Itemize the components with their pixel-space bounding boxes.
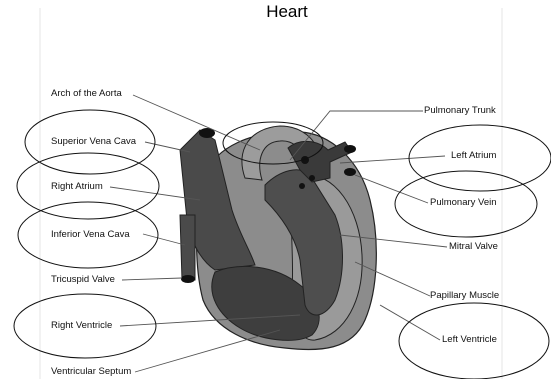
label-left-atrium: Left Atrium bbox=[451, 150, 497, 161]
pointer-left-ventricle bbox=[379, 304, 441, 341]
pulmonary-trunk-shape bbox=[287, 141, 353, 183]
pointer-arch-of-aorta bbox=[132, 94, 261, 151]
oval-left-atrium bbox=[408, 124, 551, 192]
pulmonary-vein-opening bbox=[344, 168, 356, 176]
oval-right-ventricle bbox=[13, 293, 157, 359]
inferior-vena-cava-shape bbox=[179, 214, 196, 281]
pointer-right-ventricle bbox=[119, 314, 301, 327]
oval-aortic-arch bbox=[222, 121, 324, 165]
pointer-lines bbox=[109, 94, 448, 373]
label-superior-vena-cava: Superior Vena Cava bbox=[51, 136, 137, 147]
pointer-inferior-vena-cava bbox=[142, 233, 186, 246]
oval-left-ventricle bbox=[398, 302, 550, 379]
pointer-tricuspid-valve bbox=[121, 277, 183, 281]
pointer-left-atrium bbox=[339, 155, 446, 164]
label-tricuspid-valve: Tricuspid Valve bbox=[51, 274, 115, 285]
annotation-ovals bbox=[13, 109, 551, 379]
label-ventricular-septum: Ventricular Septum bbox=[51, 366, 132, 377]
label-right-atrium: Right Atrium bbox=[51, 181, 103, 192]
oval-inferior-vena-cava bbox=[17, 201, 159, 269]
pointer-pulmonary-trunk bbox=[289, 110, 423, 161]
pointer-ventricular-septum bbox=[134, 329, 281, 373]
right-ventricle-shape bbox=[211, 265, 320, 341]
label-mitral-valve: Mitral Valve bbox=[449, 241, 498, 252]
oval-pulmonary-vein bbox=[394, 170, 538, 238]
label-inferior-vena-cava: Inferior Vena Cava bbox=[51, 229, 130, 240]
vessel-dot bbox=[299, 183, 305, 189]
oval-right-atrium bbox=[16, 152, 160, 220]
label-arch-of-aorta: Arch of the Aorta bbox=[51, 88, 122, 99]
inferior-vena-cava-opening bbox=[181, 275, 195, 283]
superior-vena-cava-opening bbox=[199, 128, 215, 138]
label-left-ventricle: Left Ventricle bbox=[442, 334, 497, 345]
pointer-papillary-muscle bbox=[354, 261, 431, 297]
pointer-pulmonary-vein bbox=[354, 174, 429, 204]
diagram-title: Heart bbox=[266, 2, 308, 21]
label-papillary-muscle: Papillary Muscle bbox=[430, 290, 500, 301]
label-pulmonary-vein: Pulmonary Vein bbox=[430, 197, 497, 208]
label-pulmonary-trunk: Pulmonary Trunk bbox=[424, 105, 496, 116]
pulmonary-trunk-opening bbox=[344, 145, 356, 153]
pointer-superior-vena-cava bbox=[144, 141, 191, 153]
pointer-right-atrium bbox=[109, 186, 201, 201]
vessel-dot bbox=[309, 175, 315, 181]
label-right-ventricle: Right Ventricle bbox=[51, 320, 113, 331]
oval-superior-vena-cava bbox=[24, 109, 156, 175]
pointer-mitral-valve bbox=[339, 234, 448, 248]
